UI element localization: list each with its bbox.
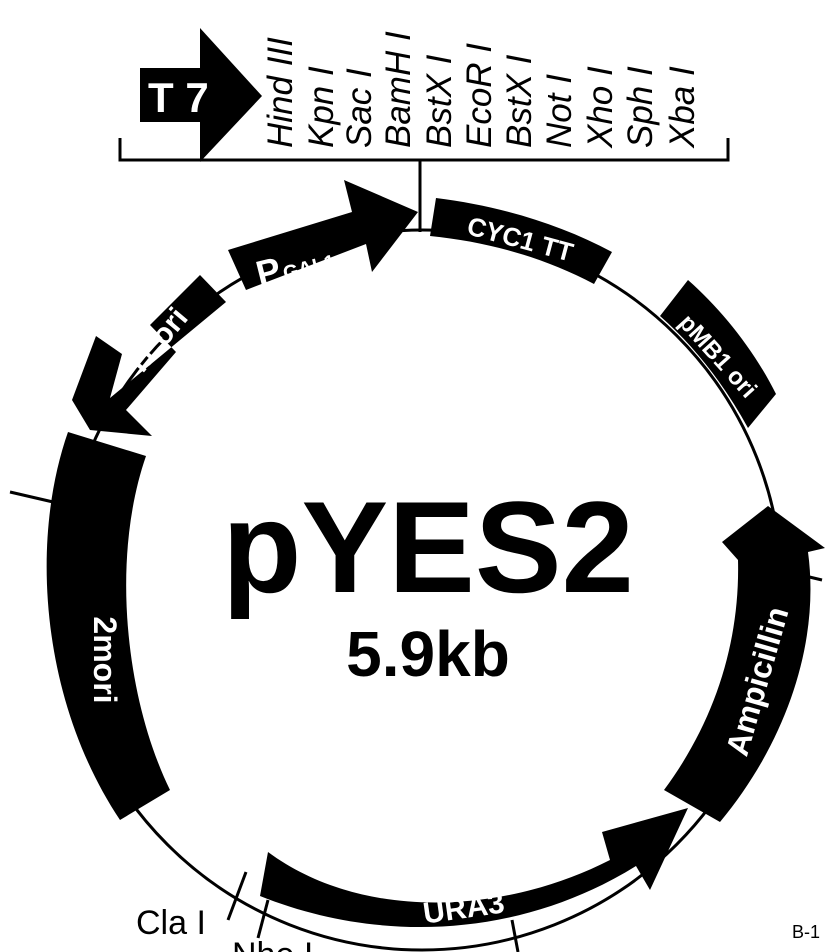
pmb1-ori-block: [660, 280, 776, 428]
mcs-site-list: Hind III Kpn I Sac I BamH I BstX I EcoR …: [261, 31, 702, 149]
t7-label: T 7: [148, 74, 209, 121]
site-nhei: Nhe I: [232, 936, 313, 952]
site-noti: Not I: [540, 74, 579, 148]
plasmid-size: 5.9kb: [346, 618, 510, 690]
two-micron-ori-label: 2mori: [87, 616, 123, 703]
site-bamhi: BamH I: [379, 31, 418, 148]
site-kpni: Kpn I: [302, 66, 341, 148]
plasmid-name: pYES2: [222, 474, 634, 620]
site-bstxi-1: BstX I: [420, 54, 459, 148]
tick-bottom: [510, 919, 520, 952]
site-xbai: Xba I: [663, 66, 702, 149]
mcs-bracket: [118, 138, 730, 162]
corner-code: B-1: [792, 922, 820, 942]
tick-cla: [226, 871, 248, 921]
cyc1-terminator-block: [430, 198, 612, 284]
ura3-label: URA3: [421, 886, 506, 930]
site-saci: Sac I: [340, 68, 379, 148]
site-xhoi: Xho I: [581, 66, 620, 149]
site-ecori: EcoR I: [460, 43, 499, 148]
ampicillin-arrow: [664, 506, 825, 822]
f1-ori-arrow: [72, 275, 226, 436]
t7-promoter-arrow: [140, 28, 262, 162]
site-clai: Cla I: [136, 904, 206, 942]
site-bstxi-2: BstX I: [500, 54, 539, 148]
site-sphi: Sph I: [621, 66, 660, 148]
pgal1-arrow: [228, 180, 418, 290]
ura3-arrow: [260, 808, 688, 928]
site-hindiii: Hind III: [261, 37, 300, 148]
tick-nhe: [256, 899, 270, 939]
two-micron-ori-block: [46, 432, 170, 820]
